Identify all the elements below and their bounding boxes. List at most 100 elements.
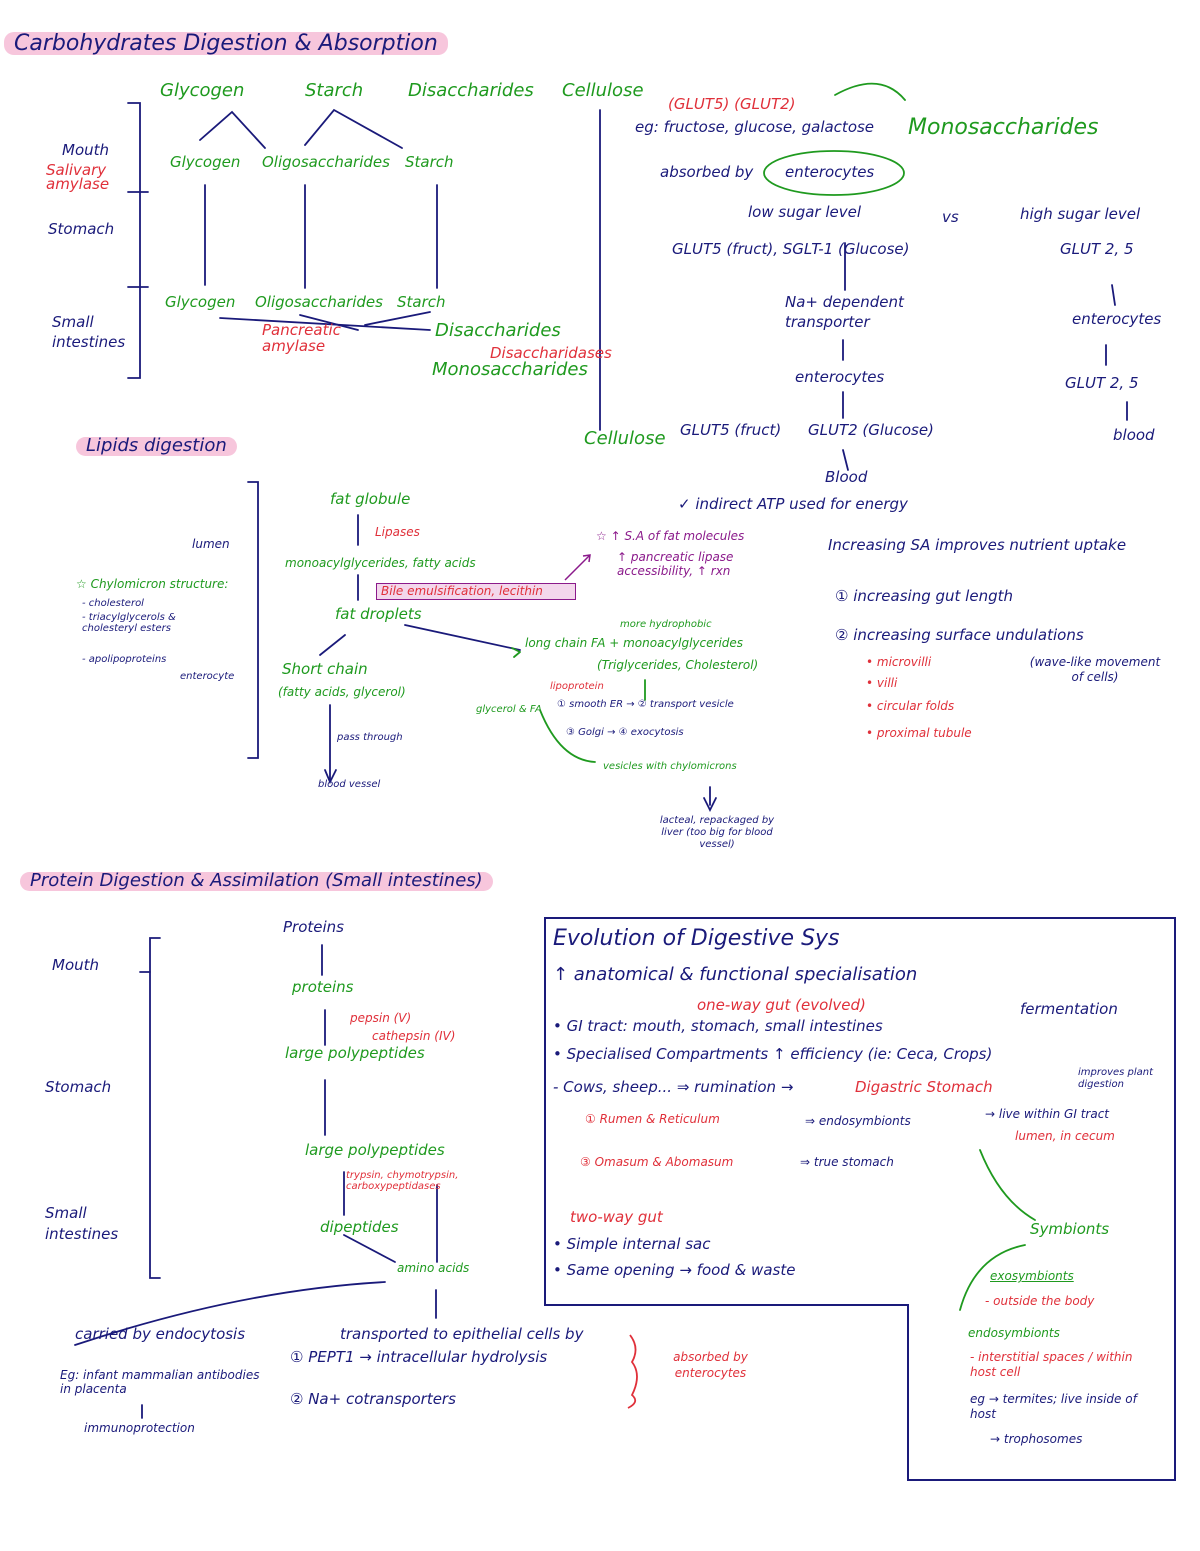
protein-node-dipeptides: dipeptides — [320, 1218, 399, 1236]
more-hydrophobic-note: more hydrophobic — [620, 619, 712, 630]
fat-droplets: fat droplets — [335, 605, 422, 623]
long-chain-fa: long chain FA + monoacylglycerides — [525, 636, 744, 650]
row2-oligosaccharides: Oligosaccharides — [262, 153, 390, 171]
blood-low: Blood — [825, 468, 868, 486]
enterocytes-high: enterocytes — [1072, 310, 1162, 328]
glut25-high-2: GLUT 2, 5 — [1065, 374, 1139, 392]
lipids-lumen-label: lumen — [192, 537, 230, 551]
protein-mouth-label: Mouth — [52, 956, 100, 974]
chylo-item-cholesterol: - cholesterol — [82, 598, 144, 609]
lacteal-note: lacteal, repackaged by liver (too big fo… — [659, 815, 775, 850]
glycerol-fa-label: glycerol & FA — [476, 704, 542, 715]
short-chain-contents: (fatty acids, glycerol) — [278, 685, 406, 699]
list-proximal-tubule: • proximal tubule — [866, 726, 972, 740]
vesicles-chylomicrons: vesicles with chylomicrons — [603, 761, 737, 772]
carbs-title: Carbohydrates Digestion & Absorption — [4, 32, 448, 55]
endosymbionts-label: endosymbionts — [968, 1326, 1060, 1340]
carbs-small-intestines-label: Small intestines — [52, 313, 126, 351]
gi-tract-line: • GI tract: mouth, stomach, small intest… — [553, 1017, 883, 1035]
cows-rumination-line: - Cows, sheep... ⇒ rumination → — [553, 1078, 794, 1096]
carbs-top-starch: Starch — [305, 80, 364, 101]
protein-title: Protein Digestion & Assimilation (Small … — [20, 871, 493, 891]
immunoprotection-label: immunoprotection — [84, 1421, 195, 1435]
monoacylglycerides-fa: monoacylglycerides, fatty acids — [285, 556, 476, 570]
endosymbionts-arrow: ⇒ endosymbionts — [805, 1114, 911, 1128]
improves-plant-digestion: improves plant digestion — [1078, 1067, 1154, 1090]
carbs-disaccharides-node: Disaccharides — [435, 320, 561, 341]
fermentation-label: fermentation — [1020, 1000, 1118, 1018]
glut25-high: GLUT 2, 5 — [1060, 240, 1134, 258]
exosymbionts-label: exosymbionts — [990, 1269, 1074, 1283]
monosaccharides-heading: Monosaccharides — [908, 115, 1099, 140]
simple-internal-sac: • Simple internal sac — [553, 1235, 711, 1253]
pancreatic-lipase-note: ↑ pancreatic lipase accessibility, ↑ rxn — [617, 550, 734, 579]
true-stomach-arrow: ⇒ true stomach — [800, 1155, 894, 1169]
high-sugar-level: high sugar level — [1020, 205, 1141, 223]
transported-epithelial: transported to epithelial cells by — [340, 1325, 584, 1343]
two-way-gut-label: two-way gut — [570, 1208, 663, 1226]
wave-like-note: (wave-like movement of cells) — [1029, 655, 1161, 684]
glut-red-note: (GLUT5) (GLUT2) — [668, 95, 796, 113]
sa-fat-note: ☆ ↑ S.A of fat molecules — [596, 529, 745, 543]
protein-node-large-polypeptides-1: large polypeptides — [285, 1044, 425, 1062]
indirect-atp-note: ✓ indirect ATP used for energy — [678, 495, 908, 513]
pass-through-label: pass through — [337, 732, 403, 743]
vs-label: vs — [942, 208, 959, 226]
omasum-abomasum: ③ Omasum & Abomasum — [580, 1155, 734, 1169]
protein-small-intestines-label: Small intestines — [45, 1204, 119, 1243]
trypsin-enzymes-label: trypsin, chymotrypsin, carboxypeptidases — [346, 1170, 459, 1192]
symbionts-label: Symbionts — [1030, 1220, 1110, 1238]
eg-monosaccharides-line: eg: fructose, glucose, galactose — [635, 118, 875, 136]
outside-the-body: - outside the body — [985, 1294, 1095, 1308]
rumen-reticulum: ① Rumen & Reticulum — [585, 1112, 720, 1126]
increase-surface-undulations: ② increasing surface undulations — [835, 626, 1084, 644]
chylo-item-apolipoproteins: - apolipoproteins — [82, 654, 167, 665]
protein-node-large-polypeptides-2: large polypeptides — [305, 1141, 445, 1159]
carbs-monosaccharides-node: Monosaccharides — [432, 359, 588, 380]
live-within-gi-tract: → live within GI tract — [985, 1107, 1109, 1121]
short-chain-label: Short chain — [282, 660, 368, 678]
disaccharidases-label: Disaccharidases — [490, 344, 612, 362]
carbs-mouth-label: Mouth — [62, 141, 110, 159]
triglycerides-cholesterol: (Triglycerides, Cholesterol) — [597, 658, 759, 672]
pept1-hydrolysis: ① PEPT1 → intracellular hydrolysis — [290, 1348, 548, 1366]
specialised-compartments-line: • Specialised Compartments ↑ efficiency … — [553, 1045, 993, 1063]
row3-glycogen: Glycogen — [165, 293, 236, 311]
eg-termites: eg → termites; live inside of host — [970, 1392, 1137, 1421]
lipids-title: Lipids digestion — [76, 436, 237, 456]
salivary-amylase-label: Salivary amylase — [46, 161, 110, 194]
glut-low-transporters: GLUT5 (fruct), SGLT-1 (Glucose) — [672, 240, 910, 258]
lumen-cecum: lumen, in cecum — [1015, 1129, 1115, 1143]
carbs-top-cellulose: Cellulose — [562, 80, 644, 101]
list-circular-folds: • circular folds — [866, 699, 955, 713]
row2-starch: Starch — [405, 153, 454, 171]
lipid-step-3-4: ③ Golgi → ④ exocytosis — [566, 727, 684, 738]
cathepsin-label: cathepsin (IV) — [372, 1029, 456, 1043]
lipases-label: Lipases — [375, 525, 420, 539]
carbs-cellulose-bottom: Cellulose — [584, 428, 666, 449]
blood-high: blood — [1113, 426, 1155, 444]
carbs-stomach-label: Stomach — [48, 220, 115, 238]
pancreatic-amylase-label: Pancreatic amylase — [262, 321, 341, 355]
enterocytes-low: enterocytes — [795, 368, 885, 386]
blood-vessel-label: blood vessel — [318, 779, 381, 790]
carbs-top-disaccharides: Disaccharides — [408, 80, 534, 101]
evolution-title: Evolution of Digestive Sys — [553, 926, 840, 951]
row3-starch: Starch — [397, 293, 446, 311]
protein-node-proteins: Proteins — [283, 918, 344, 936]
list-microvilli: • microvilli — [866, 655, 932, 669]
row2-glycogen: Glycogen — [170, 153, 241, 171]
increasing-sa-note: Increasing SA improves nutrient uptake — [828, 536, 1127, 554]
low-sugar-level: low sugar level — [748, 203, 862, 221]
chylomicron-structure-title: ☆ Chylomicron structure: — [76, 577, 229, 591]
fat-globule: fat globule — [330, 490, 411, 508]
protein-node-proteins-2: proteins — [292, 978, 354, 996]
trophosomes-label: → trophosomes — [990, 1432, 1083, 1446]
row3-oligosaccharides: Oligosaccharides — [255, 293, 383, 311]
protein-node-amino-acids: amino acids — [397, 1261, 470, 1275]
interstitial-spaces: - interstitial spaces / within host cell — [970, 1350, 1133, 1379]
glut2-glucose: GLUT2 (Glucose) — [808, 421, 934, 439]
protein-stomach-label: Stomach — [45, 1078, 112, 1096]
enterocytes-circled: enterocytes — [785, 163, 875, 181]
